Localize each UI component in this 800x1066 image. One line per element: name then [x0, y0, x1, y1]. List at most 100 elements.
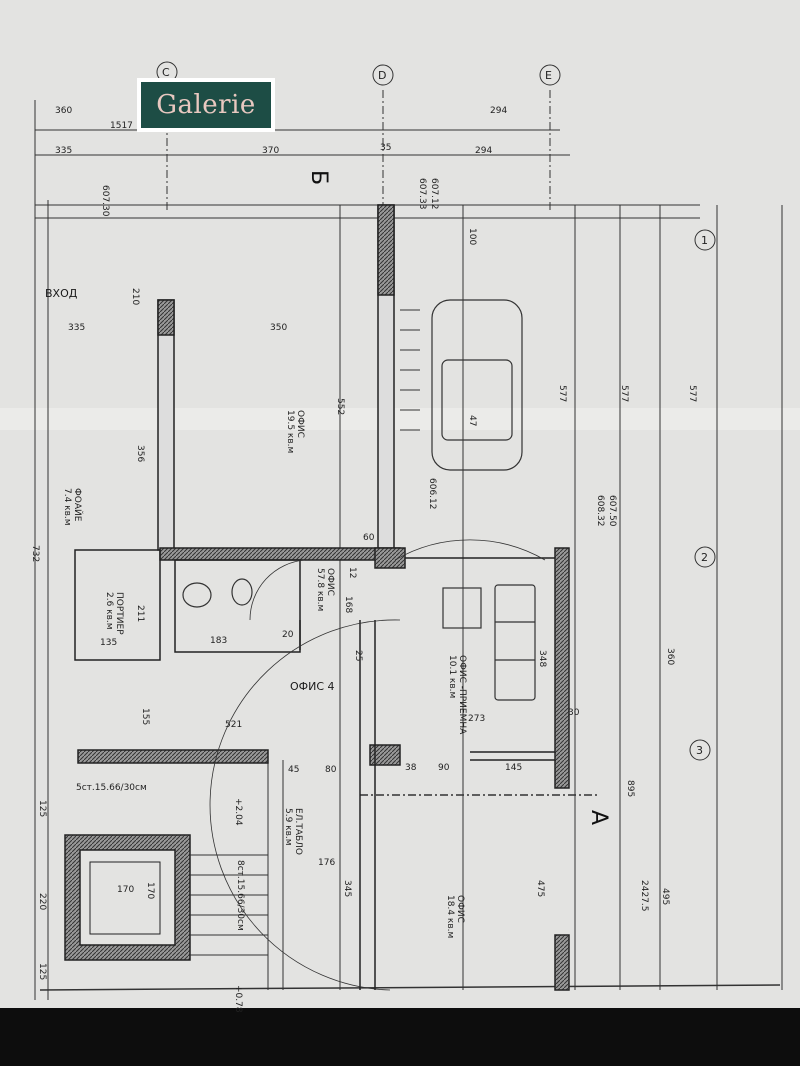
room-area: 5.9 кв.м [283, 808, 293, 846]
dimension: 125 [37, 800, 47, 817]
dimension: 552 [335, 398, 345, 415]
dimension: 60 [363, 533, 375, 543]
dimension: 38 [405, 763, 417, 773]
stair-core [64, 834, 191, 961]
section-a-label: А [586, 810, 611, 825]
room-name: ОФИС -ПРИЕМНА [457, 655, 467, 735]
stair-spec: 8ст.15.66/30см [235, 860, 245, 931]
galerie-logo: Galerie [137, 78, 275, 132]
dimension: 145 [505, 763, 522, 773]
dimension: 273 [468, 714, 485, 724]
dimension: 294 [490, 106, 507, 116]
room-area: 19.5 кв.м [285, 410, 295, 453]
room-area: 2.6 кв.м [104, 592, 114, 630]
dimension: 45 [288, 765, 299, 775]
dimension: 360 [55, 106, 72, 116]
dimension: 100 [467, 228, 477, 245]
axis-c: C [162, 66, 170, 79]
axis-1: 1 [701, 234, 708, 247]
axis-3: 3 [696, 744, 703, 757]
elevation: 607.50 [607, 495, 617, 527]
room-area: 57.8 кв.м [315, 568, 325, 611]
axis-2: 2 [701, 551, 708, 564]
dimension: 210 [130, 288, 140, 305]
dimension: 176 [318, 858, 335, 868]
dimension: 1517 [110, 121, 133, 131]
elevation: 606.12 [427, 478, 437, 510]
table [442, 587, 482, 629]
elevation: 607.12 [429, 178, 439, 210]
dimension: 155 [140, 708, 150, 725]
sofa [494, 584, 536, 701]
dimension: 350 [270, 323, 287, 333]
elevation-marks: 607.30 607.33 607.12 607.50 608.32 606.1… [76, 178, 617, 1013]
grid-lines [34, 90, 783, 1000]
elevation: 608.32 [595, 495, 605, 527]
section-b-label: Б [306, 170, 331, 185]
dimension: 577 [557, 385, 567, 402]
dimension: 577 [619, 385, 629, 402]
stair-treads [190, 309, 420, 956]
furniture [182, 299, 546, 991]
dimension: 168 [343, 596, 353, 613]
dimension: 356 [135, 445, 145, 462]
elevation: +0.78 [233, 985, 243, 1013]
dark-background [0, 1008, 800, 1066]
room-area: 18.4 кв.м [445, 895, 455, 938]
dimension: 12 [347, 567, 357, 578]
elevation: 607.30 [100, 185, 110, 217]
car-outline [431, 299, 523, 471]
room-name: ОФИС [295, 410, 305, 438]
dimension: 475 [535, 880, 545, 897]
room-labels: ОФИС 19.5 кв.м ФОАЙЕ 7.4 кв.м ПОРТИЕР 2.… [62, 410, 467, 938]
dimension: 348 [537, 650, 547, 667]
stair-spec: 5ст.15.66/30см [76, 783, 147, 793]
room-name: ЕЛ.ТАБЛО [293, 808, 303, 855]
dimension: 25 [353, 650, 363, 661]
dimension: 495 [660, 888, 670, 905]
dimension: 90 [438, 763, 450, 773]
dimension: 80 [325, 765, 337, 775]
logo-text: Galerie [141, 82, 271, 128]
entrance-label: ВХОД [45, 287, 78, 300]
dimension: 30 [568, 708, 580, 718]
dimension: 732 [30, 545, 40, 562]
dimension: 521 [225, 720, 242, 730]
axis-e: E [545, 69, 552, 82]
dimension: 360 [665, 648, 675, 665]
dimension: 370 [262, 146, 279, 156]
dimension: 211 [135, 605, 145, 622]
dimension: 20 [282, 630, 294, 640]
room-name: ОФИС [455, 895, 465, 923]
dimension: 335 [55, 146, 72, 156]
dimension: 220 [37, 893, 47, 910]
dimension: 294 [475, 146, 492, 156]
room-name: ОФИС [325, 568, 335, 596]
dimension: 170 [117, 885, 134, 895]
elevation: +2.04 [233, 798, 243, 826]
fold-line [0, 408, 800, 430]
room-area: 10.1 кв.м [447, 655, 457, 698]
elevation: 607.33 [417, 178, 427, 210]
dimension: 183 [210, 636, 227, 646]
axis-d: D [378, 69, 386, 82]
office4-label: ОФИС 4 [290, 680, 335, 693]
grid-axis-markers: C D E 1 2 3 [156, 61, 716, 761]
dimension: 577 [687, 385, 697, 402]
room-name: ПОРТИЕР [114, 592, 124, 635]
dimension-labels: 360 1517 294 335 370 35 294 350 552 577 … [30, 106, 697, 980]
room-area: 7.4 кв.м [62, 488, 72, 526]
dimension: 135 [100, 638, 117, 648]
dimension: 170 [145, 882, 155, 899]
dimension: 35 [380, 143, 391, 153]
dimension: 335 [68, 323, 85, 333]
walls [74, 204, 570, 991]
dimension: 125 [37, 963, 47, 980]
toilet [231, 578, 253, 606]
dimension: 345 [342, 880, 352, 897]
sink [182, 582, 212, 608]
dimension: 895 [625, 780, 635, 797]
dimension: 2427.5 [639, 880, 649, 912]
